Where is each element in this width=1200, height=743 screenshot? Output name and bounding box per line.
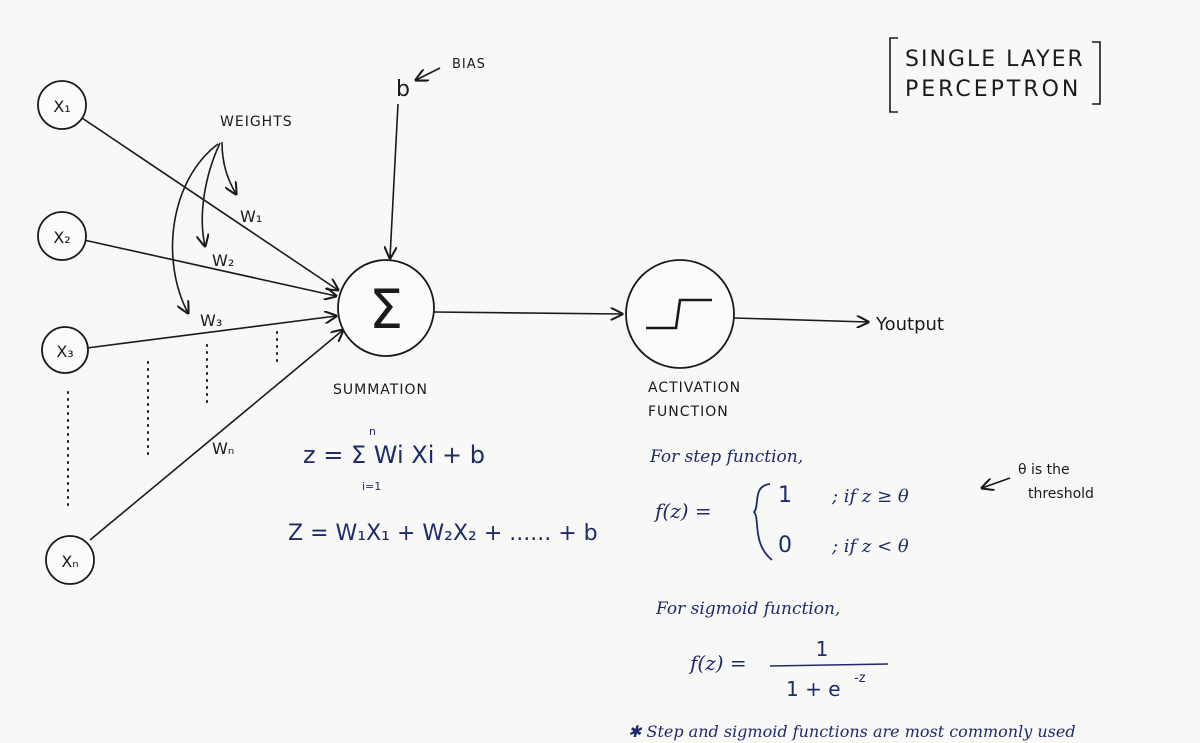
edge-bias	[390, 103, 399, 258]
weight-label-w2: W₂	[212, 251, 234, 270]
formula-expanded: Z = W₁X₁ + W₂X₂ + ...... + b	[288, 521, 598, 546]
step-heading: For step function,	[649, 447, 803, 467]
step-case2-value: 0	[778, 533, 792, 558]
ellipsis-dots	[67, 331, 278, 506]
input-label-xn: Xₙ	[61, 552, 78, 571]
sigmoid-denominator: 1 + e	[786, 677, 841, 701]
formula-sum: z = Σ Wi Xi + b	[303, 441, 485, 469]
edge-x3	[86, 316, 336, 349]
footnote: ✱ Step and sigmoid functions are most co…	[628, 722, 1076, 741]
title-bracket-right	[1092, 41, 1101, 105]
sigmoid-lhs: f(z) =	[688, 651, 747, 675]
output-label: Youtput	[875, 314, 944, 335]
summation-formulas: z = Σ Wi Xi + b n i=1 Z = W₁X₁ + W₂X₂ + …	[288, 425, 598, 546]
sigmoid-function-definition: For sigmoid function, f(z) = 1 1 + e -z	[655, 599, 889, 701]
step-case1-condition: ; if z ≥ θ	[831, 486, 909, 507]
weight-label-wn: Wₙ	[212, 439, 234, 458]
input-edges	[81, 117, 343, 541]
edge-x2	[83, 239, 336, 296]
weights-label: WEIGHTS	[220, 114, 293, 130]
step-case1-value: 1	[778, 483, 792, 508]
summation-circle	[337, 259, 435, 357]
summation-node: Σ SUMMATION	[333, 259, 435, 398]
bias-input: b BIAS	[390, 57, 486, 258]
edge-sum-to-activation	[433, 312, 622, 314]
threshold-pointer	[982, 477, 1011, 488]
weight-label-w1: W₁	[240, 207, 262, 226]
formula-sum-subscript: i=1	[362, 480, 381, 493]
threshold-note-line1: θ is the	[1018, 462, 1070, 478]
bias-label: BIAS	[452, 57, 486, 72]
step-brace	[752, 483, 773, 561]
input-label-x3: X₃	[56, 342, 73, 361]
sigmoid-heading: For sigmoid function,	[655, 599, 840, 619]
sigmoid-exponent: -z	[854, 671, 866, 686]
title-block: SINGLE LAYER PERCEPTRON	[889, 37, 1101, 113]
bias-symbol: b	[396, 77, 410, 102]
input-label-x1: X₁	[53, 97, 70, 116]
input-node-x2	[37, 211, 87, 261]
step-function-definition: For step function, f(z) = 1 ; if z ≥ θ 0…	[649, 447, 1094, 561]
formula-sum-superscript: n	[369, 425, 376, 438]
edge-x1	[81, 117, 338, 290]
weights-annotation: WEIGHTS W₁ W₂ W₃ Wₙ	[171, 114, 293, 458]
sigmoid-numerator: 1	[816, 637, 829, 661]
step-function-icon	[646, 298, 712, 330]
activation-node: ACTIVATION FUNCTION	[625, 259, 741, 420]
weight-label-w3: W₃	[200, 311, 222, 330]
input-node-x3	[41, 326, 89, 374]
step-case2-condition: ; if z < θ	[831, 536, 909, 557]
title-line2: PERCEPTRON	[905, 77, 1081, 102]
summation-label: SUMMATION	[333, 382, 428, 398]
threshold-note-line2: threshold	[1028, 486, 1094, 502]
input-node-x1	[37, 80, 87, 130]
title-bracket-left	[889, 37, 898, 113]
edge-activation-to-output	[733, 318, 868, 322]
input-label-x2: X₂	[53, 228, 70, 247]
activation-label-line2: FUNCTION	[648, 404, 729, 420]
weight-pointer-w3	[171, 143, 219, 313]
summation-symbol: Σ	[369, 278, 403, 341]
title-line1: SINGLE LAYER	[905, 47, 1085, 72]
weight-pointer-w2	[202, 142, 221, 246]
input-node-xn	[45, 535, 95, 585]
activation-label-line1: ACTIVATION	[648, 380, 741, 396]
weight-pointer-w1	[221, 141, 236, 194]
edge-xn	[89, 330, 343, 541]
sigmoid-fraction-bar	[769, 663, 889, 667]
bias-label-pointer	[416, 67, 441, 80]
input-nodes: X₁ X₂ X₃ Xₙ	[37, 80, 95, 585]
step-lhs: f(z) =	[653, 499, 712, 523]
activation-circle	[625, 259, 735, 369]
